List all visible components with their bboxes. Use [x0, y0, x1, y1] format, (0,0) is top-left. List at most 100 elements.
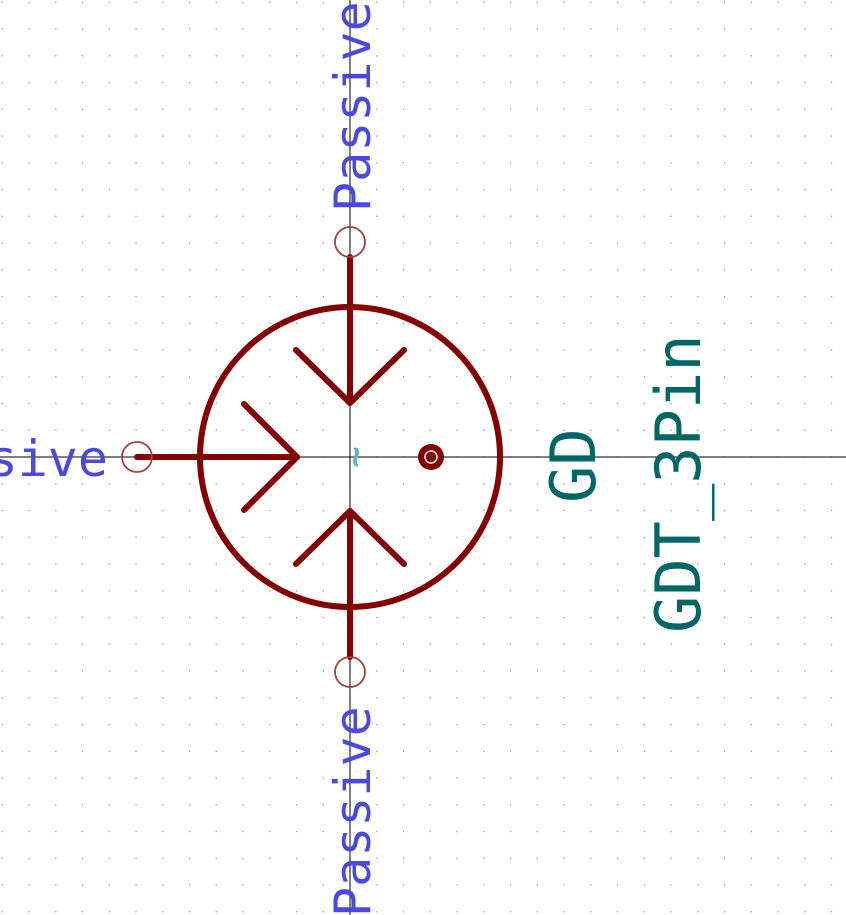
grid-dot: [483, 509, 485, 512]
grid-dot: [456, 135, 458, 137]
grid-dot: [750, 509, 752, 512]
grid-dot: [643, 509, 645, 512]
grid-dot: [135, 402, 137, 405]
grid-dot: [322, 28, 324, 30]
grid-dot: [322, 349, 324, 351]
grid-dot: [242, 697, 244, 699]
grid-dot: [483, 536, 485, 538]
grid-dot: [81, 349, 84, 351]
grid-dot: [429, 590, 431, 592]
grid-dot: [563, 135, 565, 137]
grid-dot: [509, 911, 512, 913]
grid-dot: [830, 1, 833, 3]
component-value[interactable]: GDT_3Pin: [642, 334, 715, 633]
grid-dot: [536, 108, 538, 110]
grid-dot: [215, 911, 217, 913]
grid-dot: [509, 1, 512, 3]
grid-dot: [750, 616, 752, 619]
top-pin-marker[interactable]: [334, 226, 366, 258]
bottom-pin-marker[interactable]: [334, 656, 366, 688]
grid-dot: [777, 215, 779, 217]
grid-dot: [108, 188, 110, 191]
grid-dot: [55, 857, 57, 859]
grid-dot: [643, 804, 645, 806]
grid-dot: [697, 188, 699, 191]
grid-dot: [590, 188, 592, 191]
grid-dot: [322, 697, 324, 699]
grid-dot: [55, 884, 57, 886]
grid-dot: [777, 483, 779, 485]
grid-dot: [135, 135, 137, 137]
gas-fill-dot: [418, 444, 444, 470]
grid-dot: [188, 376, 191, 378]
grid-dot: [376, 670, 378, 672]
grid-dot: [215, 108, 217, 110]
grid-dot: [670, 830, 672, 833]
grid-dot: [723, 697, 726, 699]
grid-dot: [81, 295, 84, 298]
grid-dot: [55, 509, 57, 512]
grid-dot: [242, 590, 244, 592]
grid-dot: [563, 643, 565, 645]
grid-dot: [804, 1, 806, 3]
grid-dot: [429, 215, 431, 217]
grid-dot: [830, 376, 833, 378]
grid-dot: [697, 723, 699, 726]
grid-dot: [215, 135, 217, 137]
grid-dot: [509, 804, 512, 806]
grid-dot: [269, 536, 271, 538]
grid-dot: [670, 563, 672, 565]
grid-dot: [563, 911, 565, 913]
grid-dot: [1, 643, 3, 645]
grid-dot: [28, 616, 30, 619]
grid-dot: [429, 563, 431, 565]
grid-dot: [456, 162, 458, 164]
grid-dot: [55, 697, 57, 699]
grid-dot: [402, 884, 405, 886]
left-pin-marker[interactable]: [121, 441, 153, 473]
grid-dot: [830, 322, 833, 324]
grid-dot: [295, 108, 298, 110]
grid-dot: [509, 670, 512, 672]
reference-designator[interactable]: GD: [537, 428, 610, 503]
grid-dot: [55, 1, 57, 3]
grid-dot: [1, 616, 3, 619]
grid-dot: [616, 590, 619, 592]
grid-dot: [162, 723, 164, 726]
grid-dot: [215, 563, 217, 565]
grid-dot: [536, 884, 538, 886]
grid-dot: [1, 723, 3, 726]
grid-dot: [536, 81, 538, 84]
grid-dot: [295, 1, 298, 3]
grid-dot: [28, 55, 30, 57]
grid-dot: [188, 563, 191, 565]
grid-dot: [188, 643, 191, 645]
grid-dot: [723, 590, 726, 592]
grid-dot: [135, 349, 137, 351]
grid-dot: [322, 643, 324, 645]
grid-dot: [322, 884, 324, 886]
grid-dot: [135, 429, 137, 431]
grid-dot: [135, 830, 137, 833]
grid-dot: [376, 188, 378, 191]
grid-dot: [830, 590, 833, 592]
grid-dot: [242, 777, 244, 779]
grid-dot: [28, 242, 30, 244]
grid-dot: [376, 55, 378, 57]
grid-dot: [750, 750, 752, 752]
grid-dot: [322, 429, 324, 431]
grid-dot: [242, 616, 244, 619]
grid-dot: [509, 81, 512, 84]
top-pin-type-label: Passive: [324, 1, 382, 212]
grid-dot: [28, 563, 30, 565]
grid-dot: [269, 162, 271, 164]
grid-dot: [55, 670, 57, 672]
grid-dot: [322, 563, 324, 565]
grid-dot: [55, 804, 57, 806]
grid-dot: [108, 402, 110, 405]
gdt-symbol-body[interactable]: [134, 254, 503, 660]
grid-dot: [55, 162, 57, 164]
grid-dot: [804, 108, 806, 110]
grid-dot: [295, 376, 298, 378]
